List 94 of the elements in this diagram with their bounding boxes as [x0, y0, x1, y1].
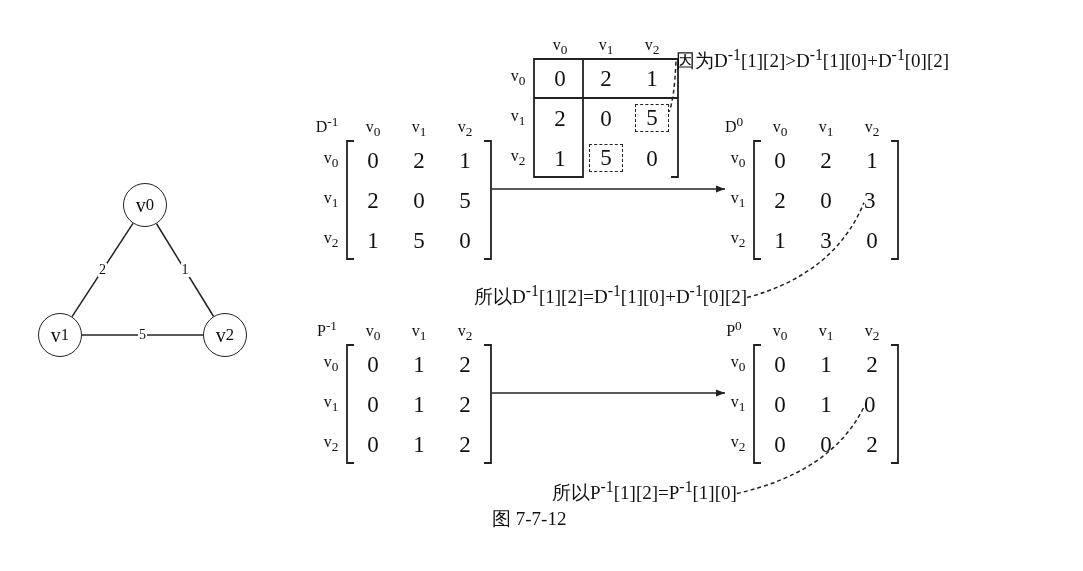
matrix-value: 0 [864, 393, 876, 416]
vertex-label: v$_{2}$ [864, 323, 880, 343]
vertex-label: v$_{0}$ [730, 150, 746, 170]
matrix-value: 2 [459, 352, 471, 376]
matrix-value: 0 [554, 66, 566, 90]
matrix-value: 0 [367, 148, 379, 172]
vertex-label: v$_{2}$ [644, 37, 660, 57]
matrix-value: 1 [413, 352, 425, 376]
matrix-value: 1 [820, 352, 832, 376]
annotation-text: 所以D$^{-1}$[1][2]=D$^{-1}$[1][0]+D$^{-1}$[0][2] [474, 282, 748, 310]
matrix-value: 2 [554, 106, 566, 130]
arrow [491, 389, 726, 397]
vertex-label: v$_{0}$ [552, 37, 568, 57]
matrix-name: D$^{0}$ [724, 114, 744, 136]
matrix-value: 5 [459, 188, 471, 212]
dashed-cell-box: 5 [589, 144, 623, 172]
vertex-label: v$_{2}$ [323, 434, 339, 454]
matrix-value: 1 [413, 432, 425, 456]
leader-line [736, 405, 865, 495]
vertex-label: v$_{0}$ [730, 354, 746, 374]
annotation-text: 所以P$^{-1}$[1][2]=P$^{-1}$[1][0] [552, 478, 737, 506]
matrix-value: 0 [774, 432, 786, 456]
vertex-label: v$_{1}$ [818, 323, 834, 343]
leader-line [668, 60, 677, 113]
vertex-label: v$_{1}$ [818, 119, 834, 139]
matrix-value: 0 [600, 106, 612, 130]
vertex-label: v$_{1}$ [411, 119, 427, 139]
figure-caption: 图 7-7-12 [492, 507, 567, 531]
vertex-label: v$_{2}$ [457, 323, 473, 343]
matrix-value: 2 [866, 352, 878, 376]
vertex-label: v$_{0}$ [323, 354, 339, 374]
arrow [491, 185, 726, 193]
vertex-label: v$_{1}$ [411, 323, 427, 343]
matrix-value: 2 [413, 148, 425, 172]
matrix-value: 1 [866, 148, 878, 172]
matrix-name: D$^{-1}$ [315, 114, 339, 136]
matrix-value: 0 [367, 432, 379, 456]
matrix-value: 2 [774, 188, 786, 212]
matrix-value: 0 [459, 228, 471, 252]
matrix-value: 2 [820, 148, 832, 172]
edge-line [71, 222, 134, 318]
vertex-label: v$_{2}$ [457, 119, 473, 139]
matrix-name: P$^{0}$ [726, 318, 742, 340]
annotation-text: 因为D$^{-1}$[1][2]>D$^{-1}$[1][0]+D$^{-1}$[0][2] [676, 46, 950, 74]
leader-line [746, 201, 865, 299]
vertex-label: v$_{2}$ [323, 230, 339, 250]
matrix-value: 0 [646, 146, 658, 170]
matrix-value: 1 [646, 66, 658, 90]
matrix-value: 0 [367, 392, 379, 416]
vertex-label: v$_{1}$ [598, 37, 614, 57]
dashed-cell-box: 5 [635, 104, 669, 132]
edge-line [81, 334, 204, 336]
vertex-label: v$_{1}$ [510, 108, 526, 128]
vertex-label: v$_{1}$ [323, 190, 339, 210]
matrix-value: 5 [413, 228, 425, 252]
edge-label: 1 [180, 263, 190, 277]
vertex-label: v$_{0}$ [365, 323, 381, 343]
vertex-label: v$_{2}$ [864, 119, 880, 139]
matrix-value: 0 [774, 392, 786, 416]
vertex-label: v$_{0}$ [365, 119, 381, 139]
matrix-value: 2 [459, 432, 471, 456]
vertex-label: v$_{0}$ [510, 68, 526, 88]
matrix-value: 0 [367, 352, 379, 376]
matrix-value: 0 [866, 228, 878, 252]
vertex-label: v$_{0}$ [772, 323, 788, 343]
matrix-value: 2 [866, 432, 878, 456]
vertex-label: v$_{1}$ [323, 394, 339, 414]
edge-line [155, 223, 215, 317]
vertex-label: v$_{1}$ [730, 394, 746, 414]
matrix-value: 2 [600, 66, 612, 90]
matrix-name: P$^{-1}$ [317, 318, 337, 340]
vertex-label: v$_{2}$ [730, 434, 746, 454]
vertex-label: v$_{2}$ [510, 148, 526, 168]
matrix-value: 1 [367, 228, 379, 252]
matrix-value: 3 [820, 228, 832, 252]
matrix-value: 0 [820, 432, 832, 456]
matrix-value: 1 [554, 146, 566, 170]
vertex-label: v$_{1}$ [730, 190, 746, 210]
vertex-label: v$_{0}$ [323, 150, 339, 170]
matrix-value: 1 [820, 392, 832, 416]
matrix-value: 1 [459, 148, 471, 172]
matrix-value: 0 [413, 188, 425, 212]
vertex-label: v$_{2}$ [730, 230, 746, 250]
matrix-value: 0 [774, 352, 786, 376]
matrix-value: 2 [459, 392, 471, 416]
matrix-value: 2 [367, 188, 379, 212]
matrix-value: 3 [864, 189, 876, 212]
edge-label: 5 [138, 328, 147, 342]
vertex-label: v$_{0}$ [772, 119, 788, 139]
matrix-value: 0 [774, 148, 786, 172]
edge-label: 2 [98, 263, 107, 277]
matrix-value: 0 [820, 188, 832, 212]
matrix-value: 1 [413, 392, 425, 416]
matrix-value: 1 [774, 228, 786, 252]
